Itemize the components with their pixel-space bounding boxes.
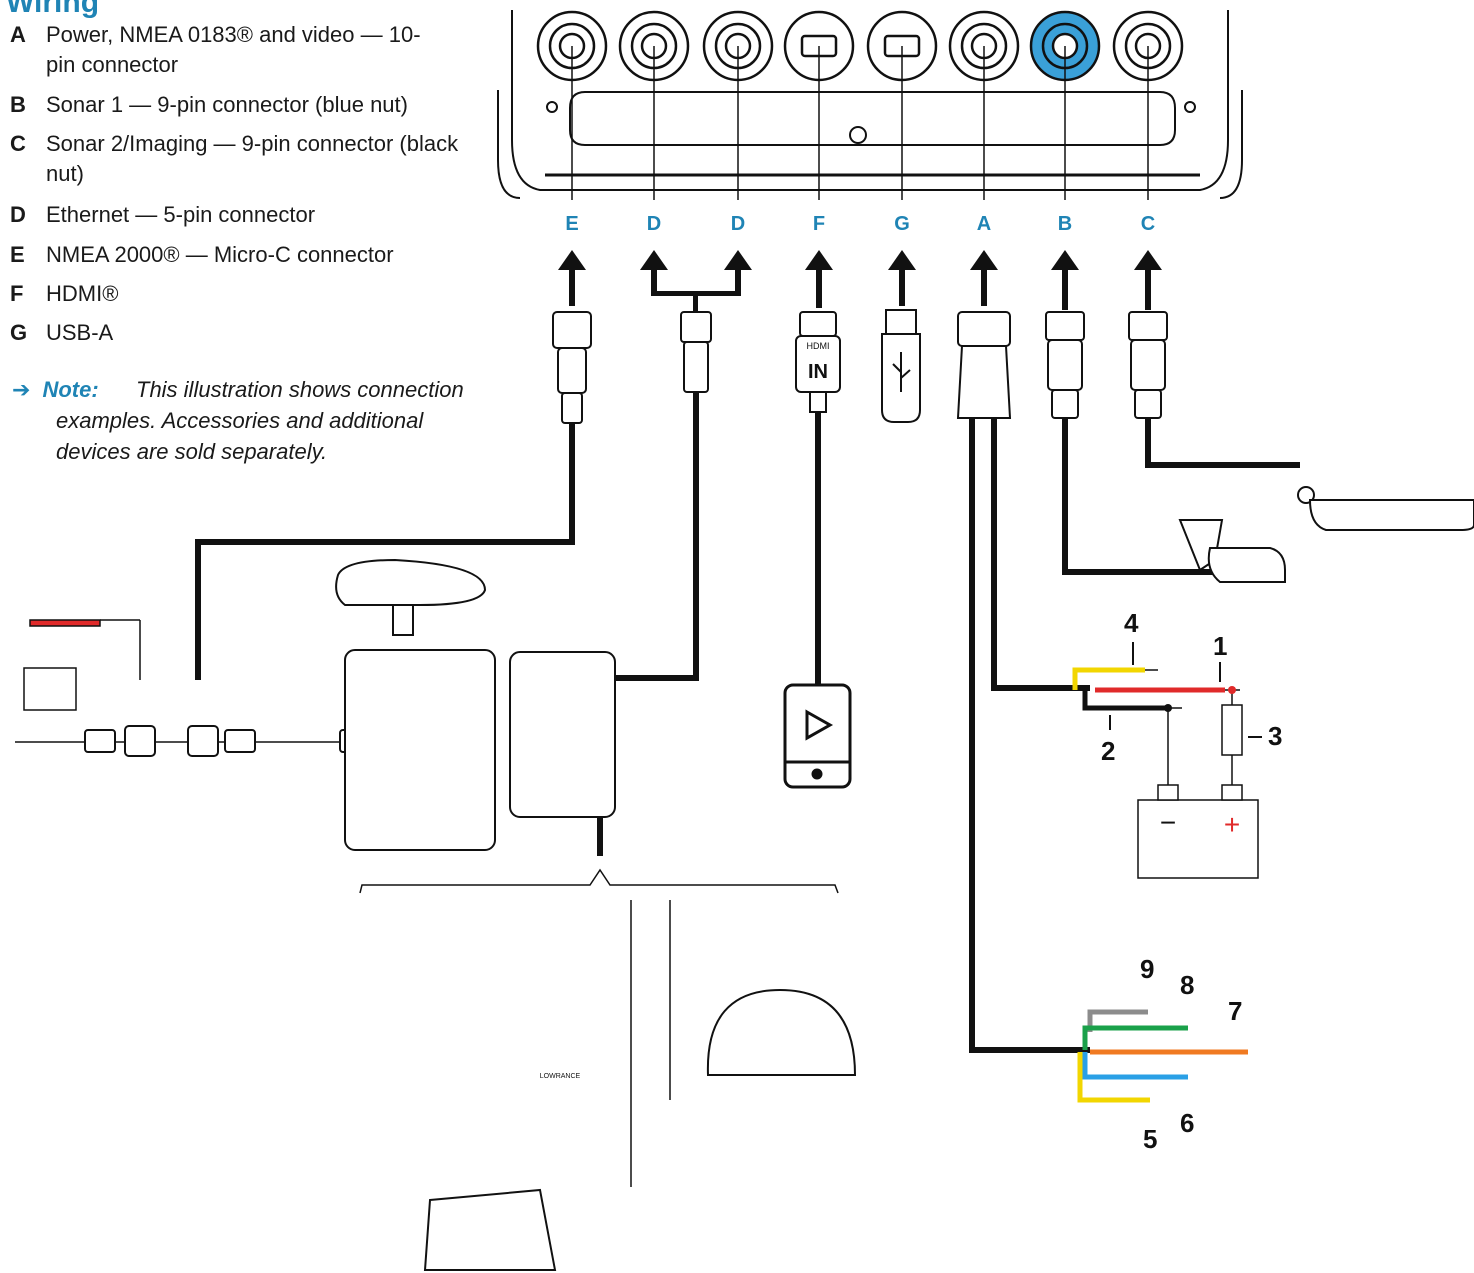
wire-number-4: 4 xyxy=(1124,608,1139,638)
legend-key: C xyxy=(10,131,26,156)
arrow-up-icon xyxy=(724,250,752,294)
legend-desc: Ethernet — 5-pin connector xyxy=(46,202,316,227)
note-text: This illustration shows connection examp… xyxy=(56,377,464,464)
brand-label: LOWRANCE xyxy=(540,1073,581,1080)
legend-key: A xyxy=(10,22,26,47)
legend-desc: Sonar 2/Imaging — 9-pin connector (black… xyxy=(46,131,459,186)
sonar2-plug xyxy=(1128,311,1168,419)
structure-transducer xyxy=(423,1188,557,1271)
power-plug xyxy=(956,311,1012,419)
legend-key: E xyxy=(10,242,25,267)
arrow-up-icon xyxy=(888,250,916,306)
network-bracket xyxy=(359,868,839,1187)
arrow-up-icon xyxy=(970,250,998,306)
port-row xyxy=(536,10,1184,82)
note-label: Note: xyxy=(42,377,99,402)
ethernet-split-stem xyxy=(693,291,698,311)
legend-item-d: D Ethernet — 5-pin connector xyxy=(10,200,486,230)
power-cable xyxy=(991,418,1090,691)
data-wires xyxy=(1077,1009,1248,1103)
arrow-up-icon xyxy=(1051,250,1079,310)
legend-desc: Sonar 1 — 9-pin connector (blue nut) xyxy=(46,92,408,117)
legend-key: F xyxy=(10,281,24,306)
port-label-b: B xyxy=(1058,213,1072,235)
ethernet-switch xyxy=(344,649,496,851)
port-label-e: E xyxy=(565,213,578,235)
legend-item-e: E NMEA 2000® — Micro-C connector xyxy=(10,240,486,270)
legend-item-g: G USB-A xyxy=(10,318,486,348)
legend-key: B xyxy=(10,92,26,117)
wire-number-7: 7 xyxy=(1228,996,1242,1026)
note-text-wrap: This illustration shows connection examp… xyxy=(56,374,476,467)
wire-number-8: 8 xyxy=(1180,970,1194,1000)
usb-icon xyxy=(892,352,911,392)
hdmi-in-text: IN xyxy=(808,361,828,383)
legend-key: G xyxy=(10,320,28,345)
legend-item-c: C Sonar 2/Imaging — 9-pin connector (blac… xyxy=(10,129,466,189)
wire-number-9: 9 xyxy=(1140,954,1154,984)
nmea2000-cable xyxy=(195,423,575,680)
ethernet-plug xyxy=(680,311,712,393)
legend-item-f: F HDMI® xyxy=(10,279,486,309)
hdmi-logo-text: HDMI xyxy=(807,341,830,351)
port-b[interactable] xyxy=(1029,10,1101,82)
power-wires xyxy=(1072,667,1225,711)
data-wire-numbers: 5 6 7 8 9 xyxy=(1140,954,1242,1154)
wire-number-5: 5 xyxy=(1143,1124,1157,1154)
wire-number-6: 6 xyxy=(1180,1108,1194,1138)
video-cable xyxy=(969,418,1090,1053)
port-label-d2: D xyxy=(731,213,745,235)
legend-desc: USB-A xyxy=(46,320,114,345)
play-icon xyxy=(805,709,834,741)
sonar1-cable xyxy=(1062,418,1230,575)
note-arrow-icon: ➔ xyxy=(12,377,31,402)
port-label-c: C xyxy=(1141,213,1155,235)
legend-desc: HDMI® xyxy=(46,281,119,306)
wire-number-2: 2 xyxy=(1101,736,1115,766)
legend-desc: NMEA 2000® — Micro-C connector xyxy=(46,242,394,267)
hdmi-plug xyxy=(795,311,841,413)
legend-desc: Power, NMEA 0183® and video — 10-pin con… xyxy=(46,22,421,77)
sonar-module xyxy=(509,651,616,818)
power-number-leaders xyxy=(1109,642,1262,738)
note: ➔ Note: This illustration shows connectio… xyxy=(12,374,464,464)
radar-dome xyxy=(706,988,857,1076)
connection-arrows xyxy=(558,250,1162,311)
phone-device xyxy=(783,683,852,789)
sonar2-cable xyxy=(1145,418,1300,468)
sonar1-plug xyxy=(1045,311,1085,419)
cable-plugs: HDMI IN xyxy=(552,309,1168,424)
power-wire-numbers: 1 2 3 4 xyxy=(1101,608,1282,766)
port-label-f: F xyxy=(813,213,825,235)
power-wire-leads xyxy=(1145,669,1243,785)
port-label-g: G xyxy=(894,213,910,235)
arrow-up-icon xyxy=(805,250,833,308)
arrow-up-icon xyxy=(558,250,586,306)
arrow-up-icon xyxy=(1134,250,1162,310)
port-label-a: A xyxy=(977,213,991,235)
nmea2000-plug xyxy=(552,311,592,424)
battery-plus: + xyxy=(1224,809,1240,840)
gps-antenna xyxy=(335,558,487,636)
page-title: Wiring xyxy=(6,0,100,19)
battery-minus: − xyxy=(1160,807,1176,838)
legend-item-b: B Sonar 1 — 9-pin connector (blue nut) xyxy=(10,90,486,120)
port-label-d1: D xyxy=(647,213,661,235)
ground-terminal xyxy=(1164,704,1172,712)
port-labels: E D D F G A B C xyxy=(565,213,1155,235)
fuse-terminal xyxy=(1228,686,1236,694)
legend-item-a: A Power, NMEA 0183® and video — 10-pin co… xyxy=(10,20,446,80)
wire-number-3: 3 xyxy=(1268,721,1282,751)
wire-number-1: 1 xyxy=(1213,631,1227,661)
port-leaders xyxy=(571,46,1149,200)
arrow-up-icon xyxy=(640,250,668,294)
battery xyxy=(1137,784,1259,879)
legend-key: D xyxy=(10,202,26,227)
transducer-sonar1 xyxy=(1178,519,1286,583)
transducer-sonar2 xyxy=(1297,486,1474,531)
